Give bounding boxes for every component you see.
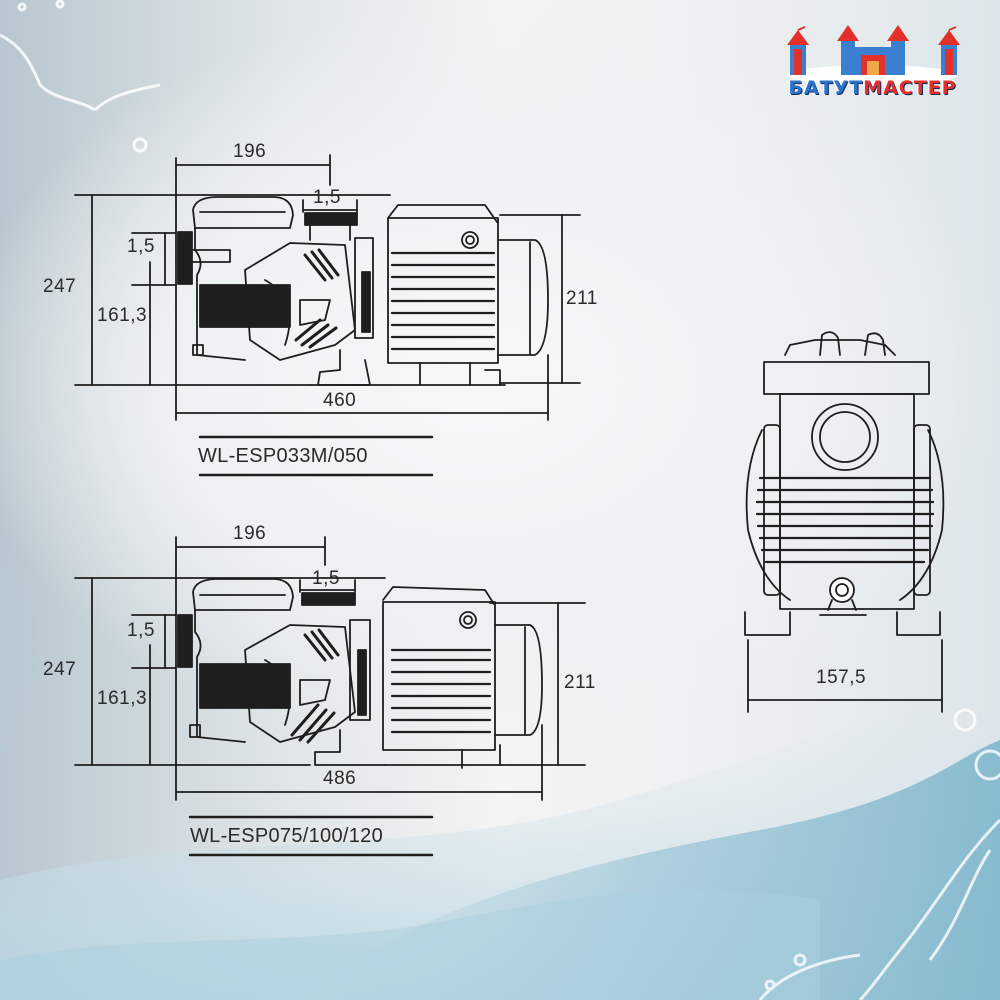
logo-text-blue: БАТУТ: [788, 77, 864, 99]
dim-outlet-thread-2: 1,5: [312, 568, 340, 589]
dim-total-length-1: 460: [323, 390, 357, 411]
dim-base-width: 157,5: [816, 667, 867, 688]
dim-total-length-2: 486: [323, 768, 357, 789]
castle-icon: [787, 25, 960, 85]
pump-front-view: [744, 331, 945, 713]
brand-logo-text: БАТУТМАСТЕР: [775, 77, 970, 99]
dim-inlet-height-2: 161,3: [97, 688, 148, 709]
dim-motor-height-1: 211: [566, 288, 598, 309]
dim-strainer-width-2: 196: [233, 523, 267, 544]
brand-logo[interactable]: БАТУТМАСТЕР: [775, 25, 970, 110]
dim-outlet-thread-1: 1,5: [313, 187, 341, 208]
dim-total-height-2: 247: [43, 659, 77, 680]
dim-motor-height-2: 211: [564, 672, 596, 693]
model-label-1: WL-ESP033M/050: [198, 445, 368, 467]
pump-side-view-2: [74, 536, 586, 857]
dim-inlet-thread-2: 1,5: [127, 620, 155, 641]
dim-strainer-width-1: 196: [233, 141, 267, 162]
logo-text-red: МАСТЕР: [863, 77, 957, 99]
dim-inlet-thread-1: 1,5: [127, 236, 155, 257]
model-label-2: WL-ESP075/100/120: [190, 825, 384, 847]
dim-inlet-height-1: 161,3: [97, 305, 148, 326]
dim-total-height-1: 247: [43, 276, 77, 297]
pump-side-view-1: [74, 154, 581, 477]
